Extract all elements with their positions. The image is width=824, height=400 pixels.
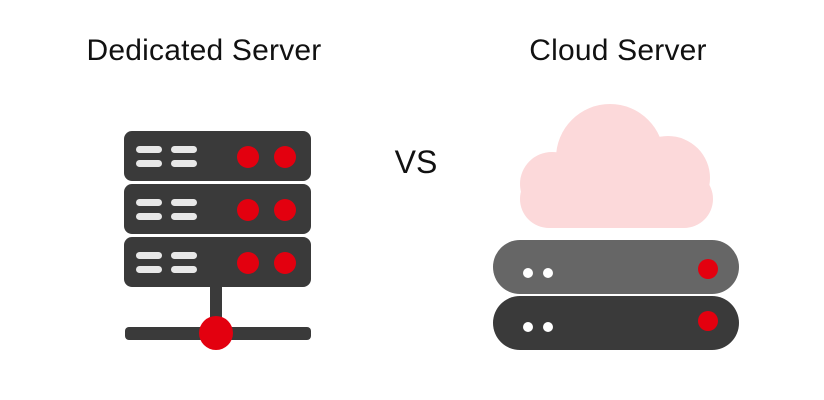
cloud-server-icon: [493, 104, 739, 350]
drive-slot: [136, 160, 162, 167]
status-light-icon: [237, 252, 259, 274]
server-unit-2: [493, 296, 739, 350]
network-node-icon: [199, 316, 233, 350]
drive-slot: [136, 252, 162, 259]
status-light-icon: [274, 146, 296, 168]
rack-unit-2: [124, 184, 311, 234]
drive-slot: [136, 266, 162, 273]
status-light-icon: [237, 199, 259, 221]
drive-slot: [136, 146, 162, 153]
dedicated-server-title: Dedicated Server: [86, 34, 322, 67]
server-unit-1: [493, 240, 739, 294]
server-rack-icon: [124, 131, 311, 350]
drive-slot: [171, 266, 197, 273]
status-light-icon: [698, 311, 718, 331]
drive-slot: [171, 160, 197, 167]
indicator-dot: [523, 268, 533, 278]
vs-label: VS: [394, 144, 438, 180]
drive-slot: [136, 213, 162, 220]
status-light-icon: [274, 199, 296, 221]
cloud-server-title: Cloud Server: [529, 34, 707, 67]
status-light-icon: [237, 146, 259, 168]
indicator-dot: [543, 322, 553, 332]
indicator-dot: [543, 268, 553, 278]
drive-slot: [171, 252, 197, 259]
status-light-icon: [274, 252, 296, 274]
cloud-icon: [520, 104, 713, 228]
indicator-dot: [523, 322, 533, 332]
drive-slot: [136, 199, 162, 206]
rack-unit-1: [124, 131, 311, 181]
rack-unit-3: [124, 237, 311, 287]
drive-slot: [171, 199, 197, 206]
drive-slot: [171, 213, 197, 220]
drive-slot: [171, 146, 197, 153]
status-light-icon: [698, 259, 718, 279]
